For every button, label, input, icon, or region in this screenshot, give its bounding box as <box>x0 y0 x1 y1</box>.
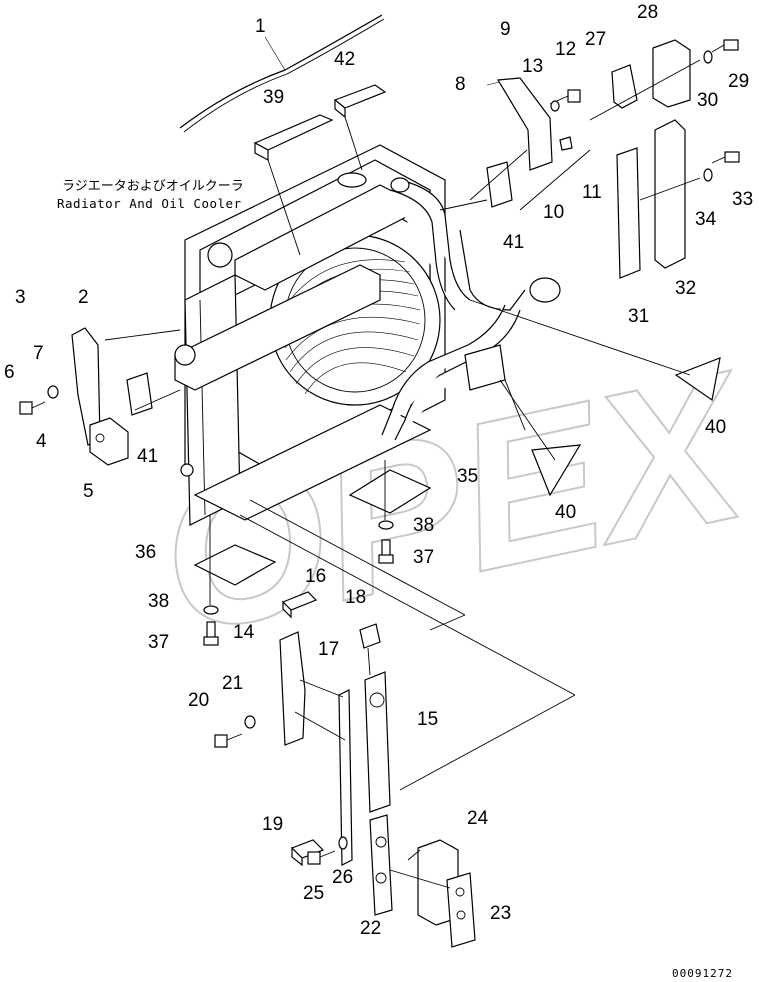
part-17-strip <box>338 689 353 866</box>
callout-33: 33 <box>732 189 753 210</box>
part-29-bolt <box>723 39 739 51</box>
callout-31: 31 <box>628 306 649 327</box>
hose-piping <box>381 177 561 441</box>
part-7-washer <box>47 385 59 399</box>
document-number: 00091272 <box>672 967 733 980</box>
callout-11: 11 <box>582 182 602 203</box>
assembly-lines <box>104 59 701 889</box>
part-37-bolt-left <box>203 621 219 646</box>
callout-41-upper: 41 <box>503 232 524 253</box>
title-english: Radiator And Oil Cooler <box>57 196 242 211</box>
part-36-plate <box>193 544 277 586</box>
part-1-rod <box>179 14 385 133</box>
callout-9: 9 <box>500 19 511 40</box>
callout-42: 42 <box>334 49 355 70</box>
callout-41-lower: 41 <box>137 446 158 467</box>
part-40-wedge-upper <box>674 357 721 402</box>
callout-3: 3 <box>15 287 26 308</box>
callout-17: 17 <box>318 639 339 660</box>
part-40-wedge-lower <box>531 444 582 497</box>
part-34-washer <box>703 168 713 182</box>
part-14-bracket <box>279 631 306 746</box>
callout-24: 24 <box>467 808 489 829</box>
callout-12: 12 <box>555 39 576 60</box>
title-japanese: ラジエータおよびオイルクーラ <box>62 179 244 194</box>
callout-4: 4 <box>36 431 47 452</box>
callout-18: 18 <box>345 587 366 608</box>
part-28-block <box>652 39 691 108</box>
callout-27: 27 <box>585 29 606 50</box>
part-23-plate <box>446 872 476 948</box>
callout-1: 1 <box>255 16 266 37</box>
callout-26: 26 <box>332 867 353 888</box>
callout-8: 8 <box>455 74 466 95</box>
part-21-washer <box>244 715 256 729</box>
part-31-plate <box>616 147 641 279</box>
callout-2: 2 <box>78 287 89 308</box>
part-41-pad-upper <box>486 161 513 208</box>
callout-40-upper: 40 <box>705 417 726 438</box>
part-20-bolt <box>214 734 228 748</box>
callout-7: 7 <box>33 343 44 364</box>
callout-15: 15 <box>417 709 438 730</box>
callout-10: 10 <box>543 202 564 223</box>
part-26-washer <box>338 836 348 850</box>
callout-38-left: 38 <box>148 591 169 612</box>
part-18-plate <box>359 623 381 649</box>
part-42-pad <box>333 84 387 109</box>
callout-6: 6 <box>4 362 15 383</box>
part-38-washer-left <box>203 605 219 615</box>
callout-5: 5 <box>83 481 94 502</box>
part-13-washer <box>550 100 560 112</box>
part-25-bolt <box>307 851 321 865</box>
callout-40-lower: 40 <box>555 502 576 523</box>
callout-20: 20 <box>188 690 209 711</box>
part-37-bolt-right <box>378 539 394 564</box>
callout-29: 29 <box>728 71 749 92</box>
part-6-bolt <box>19 401 33 415</box>
part-30-washer <box>703 50 713 64</box>
part-38-washer-right <box>378 520 394 530</box>
callout-30: 30 <box>697 90 718 111</box>
part-39-pad <box>253 114 334 151</box>
callout-16: 16 <box>305 566 326 587</box>
callout-34: 34 <box>695 209 717 230</box>
part-41-pad-lower <box>126 372 153 416</box>
callout-39: 39 <box>263 87 284 108</box>
part-32-plate <box>654 119 686 269</box>
callout-37-left: 37 <box>148 632 169 653</box>
callout-13: 13 <box>522 56 543 77</box>
callout-21: 21 <box>222 673 243 694</box>
part-27-bracket <box>611 64 638 109</box>
callout-22: 22 <box>360 918 381 939</box>
part-5-block <box>89 417 129 466</box>
callout-35: 35 <box>457 466 478 487</box>
part-22-bracket <box>369 814 393 916</box>
part-15-plate <box>364 671 391 813</box>
callout-14: 14 <box>233 622 255 643</box>
callout-19: 19 <box>262 814 283 835</box>
callout-25: 25 <box>303 883 324 904</box>
radiator-assembly <box>174 144 446 526</box>
callout-37-right: 37 <box>413 547 434 568</box>
callout-labels: 1 2 3 4 5 6 7 8 9 10 11 12 13 14 15 16 1… <box>4 2 753 939</box>
callout-28: 28 <box>637 2 658 23</box>
callout-36: 36 <box>135 542 156 563</box>
part-9-bracket <box>496 77 553 171</box>
part-33-bolt <box>724 151 740 163</box>
callout-23: 23 <box>490 903 511 924</box>
callout-32: 32 <box>675 278 696 299</box>
part-35-plate <box>348 469 432 514</box>
callout-38-right: 38 <box>413 515 434 536</box>
part-11-clip <box>559 136 573 151</box>
